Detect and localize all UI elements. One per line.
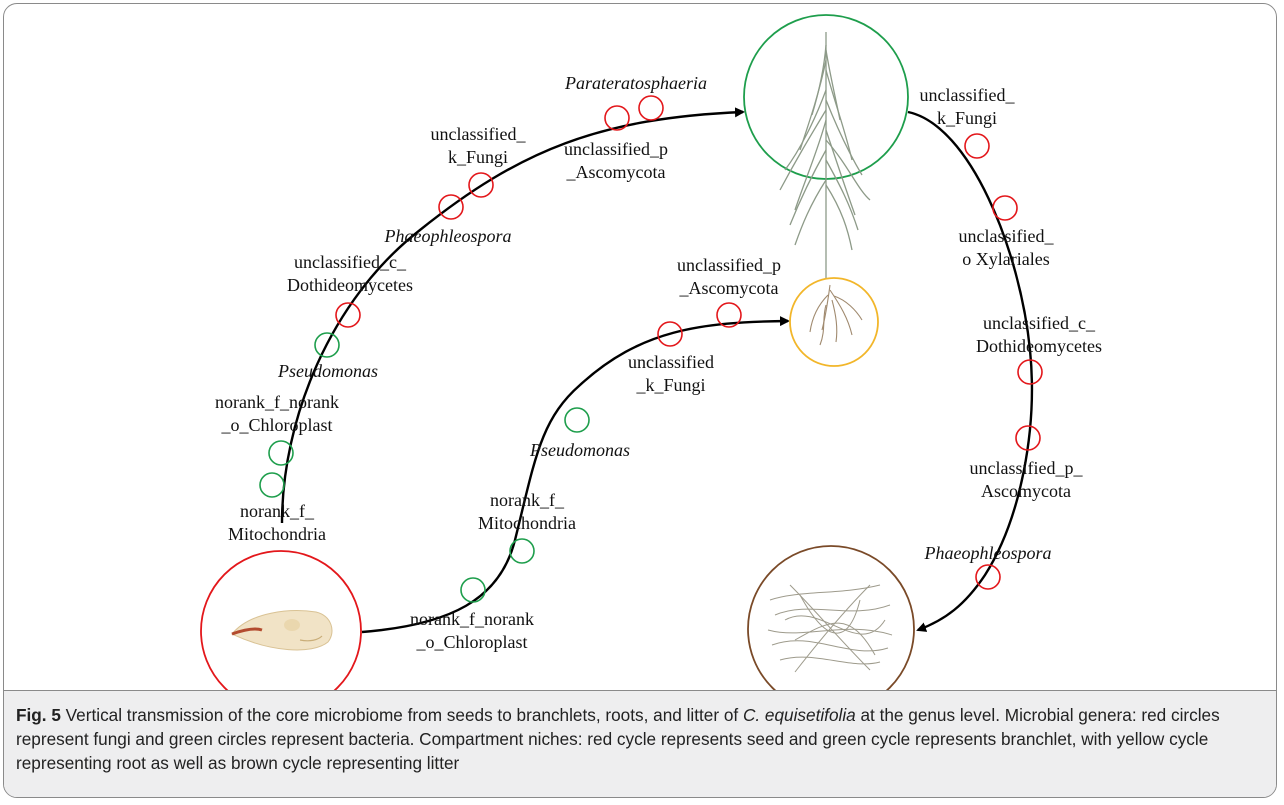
litter-niche xyxy=(748,546,914,690)
genus-label: Ascomycota xyxy=(981,481,1071,501)
genus-label: unclassified xyxy=(628,352,714,372)
bacteria-marker xyxy=(510,539,534,563)
genus-label: unclassified_ xyxy=(431,124,527,144)
genus-label: Pseudomonas xyxy=(529,440,630,460)
seed-to-branchlet-labels: Parateratosphaeria unclassified_ k_Fungi… xyxy=(215,73,707,544)
caption-divider xyxy=(3,690,1277,691)
root-circle xyxy=(790,278,878,366)
branchlet-to-litter-labels: unclassified_ k_Fungi unclassified_ o Xy… xyxy=(920,85,1102,563)
genus-label: unclassified_c_ xyxy=(983,313,1096,333)
genus-label: norank_f_ xyxy=(240,501,315,521)
branchlet-niche xyxy=(744,15,908,290)
genus-label: o Xylariales xyxy=(962,249,1049,269)
genus-label: k_Fungi xyxy=(448,147,508,167)
genus-label: norank_f_norank xyxy=(410,609,534,629)
genus-label: _Ascomycota xyxy=(566,162,666,182)
genus-label: Mitochondria xyxy=(478,513,576,533)
seed-to-root-labels: unclassified_p _Ascomycota unclassified … xyxy=(410,255,781,652)
seed-to-root-arrow xyxy=(362,321,788,632)
fungi-marker xyxy=(993,196,1017,220)
genus-label: unclassified_p xyxy=(677,255,781,275)
caption-text: Vertical transmission of the core microb… xyxy=(66,705,743,725)
figure-number: Fig. 5 xyxy=(16,705,61,725)
genus-label: unclassified_ xyxy=(959,226,1055,246)
bacteria-marker xyxy=(565,408,589,432)
figure-caption: Fig. 5 Vertical transmission of the core… xyxy=(16,703,1266,775)
fungi-marker xyxy=(605,106,629,130)
genus-label: _k_Fungi xyxy=(635,375,705,395)
fungi-marker xyxy=(639,96,663,120)
genus-label: unclassified_p xyxy=(564,139,668,159)
genus-label: Parateratosphaeria xyxy=(564,73,707,93)
genus-label: unclassified_ xyxy=(920,85,1016,105)
root-niche xyxy=(790,278,878,366)
genus-label: Mitochondria xyxy=(228,524,326,544)
genus-label: Phaeophleospora xyxy=(384,226,512,246)
genus-label: unclassified_p_ xyxy=(970,458,1084,478)
genus-label: k_Fungi xyxy=(937,108,997,128)
bacteria-marker xyxy=(260,473,284,497)
genus-label: _Ascomycota xyxy=(679,278,779,298)
litter-circle xyxy=(748,546,914,690)
bacteria-marker xyxy=(461,578,485,602)
fungi-marker xyxy=(965,134,989,158)
species-name: C. equisetifolia xyxy=(743,705,856,725)
genus-label: Dothideomycetes xyxy=(287,275,413,295)
genus-label: _o_Chloroplast xyxy=(416,632,528,652)
genus-label: unclassified_c_ xyxy=(294,252,407,272)
genus-label: Phaeophleospora xyxy=(924,543,1052,563)
genus-label: _o_Chloroplast xyxy=(221,415,333,435)
genus-label: Pseudomonas xyxy=(277,361,378,381)
genus-label: Dothideomycetes xyxy=(976,336,1102,356)
seed-niche xyxy=(201,551,361,690)
genus-label: norank_f_norank xyxy=(215,392,339,412)
genus-label: norank_f_ xyxy=(490,490,565,510)
seed-to-branchlet-arrow xyxy=(282,112,743,523)
transmission-diagram: Parateratosphaeria unclassified_ k_Fungi… xyxy=(0,0,1284,690)
